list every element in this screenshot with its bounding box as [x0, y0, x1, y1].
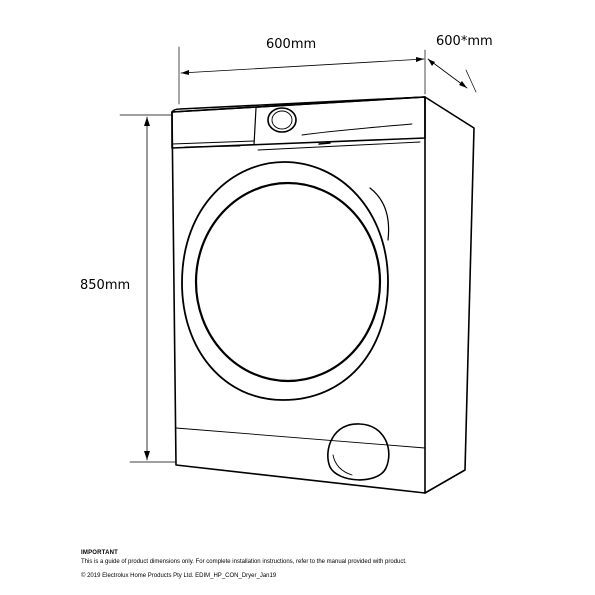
display-window: [301, 123, 413, 136]
depth-extension-right: [465, 69, 477, 93]
door-outer-ring: [181, 161, 389, 401]
footer-disclaimer: This is a guide of product dimensions on…: [81, 559, 407, 565]
width-arrow-right: [416, 57, 424, 62]
footer-copyright: © 2019 Electrolux Home Products Pty Ltd.…: [81, 573, 277, 579]
depth-label: 600*mm: [436, 34, 493, 49]
height-arrow-bottom: [144, 451, 150, 460]
detergent-drawer-divider: [253, 107, 257, 146]
filter-access-cover: [327, 423, 390, 481]
detergent-drawer-lower-edge: [171, 140, 255, 145]
selector-dial: [267, 107, 297, 133]
width-arrow-left: [181, 70, 189, 75]
control-panel-outline: [171, 96, 426, 149]
panel-shadow-line: [257, 141, 421, 151]
width-dimension-line: [180, 58, 425, 74]
depth-arrow-bottom: [459, 81, 467, 88]
height-arrow-top: [144, 117, 150, 126]
kickplate-line: [175, 427, 426, 449]
drawer-handle: [184, 145, 241, 148]
selector-dial-inner: [271, 110, 293, 130]
filter-cover-latch: [332, 454, 353, 476]
width-label: 600mm: [266, 37, 317, 52]
control-button: [318, 142, 331, 145]
footer-heading: IMPORTANT: [81, 550, 119, 556]
height-label: 850mm: [80, 278, 131, 293]
door-hinge-bulge: [369, 187, 390, 241]
door-glass: [194, 181, 382, 383]
dryer-side-outline: [424, 96, 475, 494]
depth-arrow-top: [428, 59, 435, 66]
